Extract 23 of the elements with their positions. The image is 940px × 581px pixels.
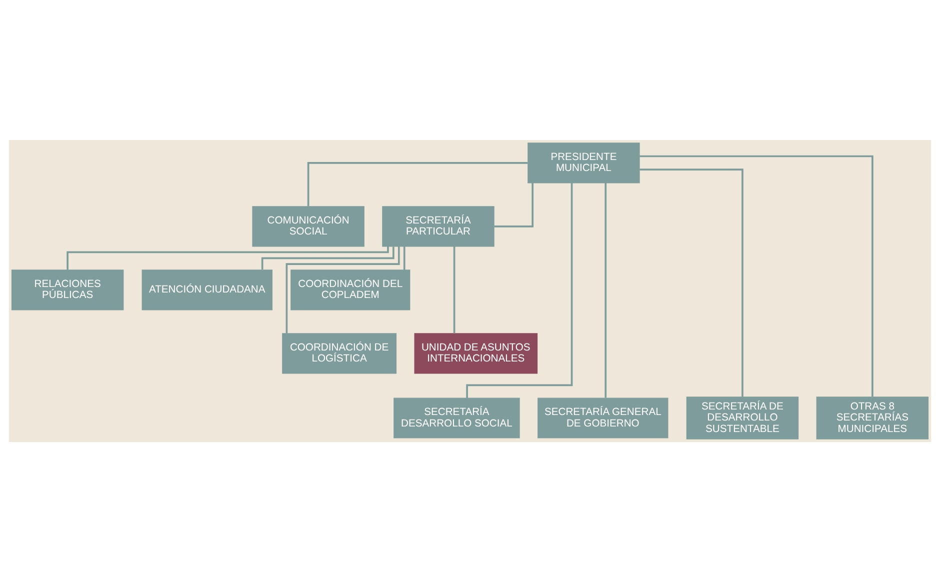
connector [640, 168, 744, 396]
node-box: SECRETARÍA DESARROLLO SOCIAL [394, 397, 520, 438]
node-box: PRESIDENTE MUNICIPAL [528, 142, 640, 183]
node-box: SECRETARÍA PARTICULAR [382, 206, 494, 246]
node-box: COORDINACIÓN DE LOGÍSTICA [282, 332, 397, 374]
connector [286, 246, 400, 333]
node-box: COORDINACIÓN DEL COPLADEM [290, 269, 410, 310]
node-box: RELACIONES PÚBLICAS [11, 269, 124, 310]
connector [66, 246, 389, 270]
connector [403, 246, 406, 270]
connector [261, 246, 394, 270]
node-box: UNIDAD DE ASUNTOS INTERNACIONALES [414, 332, 538, 374]
connector [640, 154, 874, 396]
node-box: ATENCIÓN CIUDADANA [142, 269, 272, 310]
connector [604, 182, 607, 398]
node-box: SECRETARÍA GENERAL DE GOBIERNO [538, 397, 668, 438]
node-box: COMUNICACIÓN SOCIAL [252, 206, 364, 246]
connector [453, 246, 456, 333]
node-box: SECRETARÍA DE DESARROLLO SUSTENTABLE [686, 396, 799, 439]
connector [307, 161, 528, 206]
connector [494, 182, 534, 227]
connector [466, 182, 573, 398]
node-box: OTRAS 8 SECRETARÍAS MUNICIPALES [816, 396, 929, 439]
